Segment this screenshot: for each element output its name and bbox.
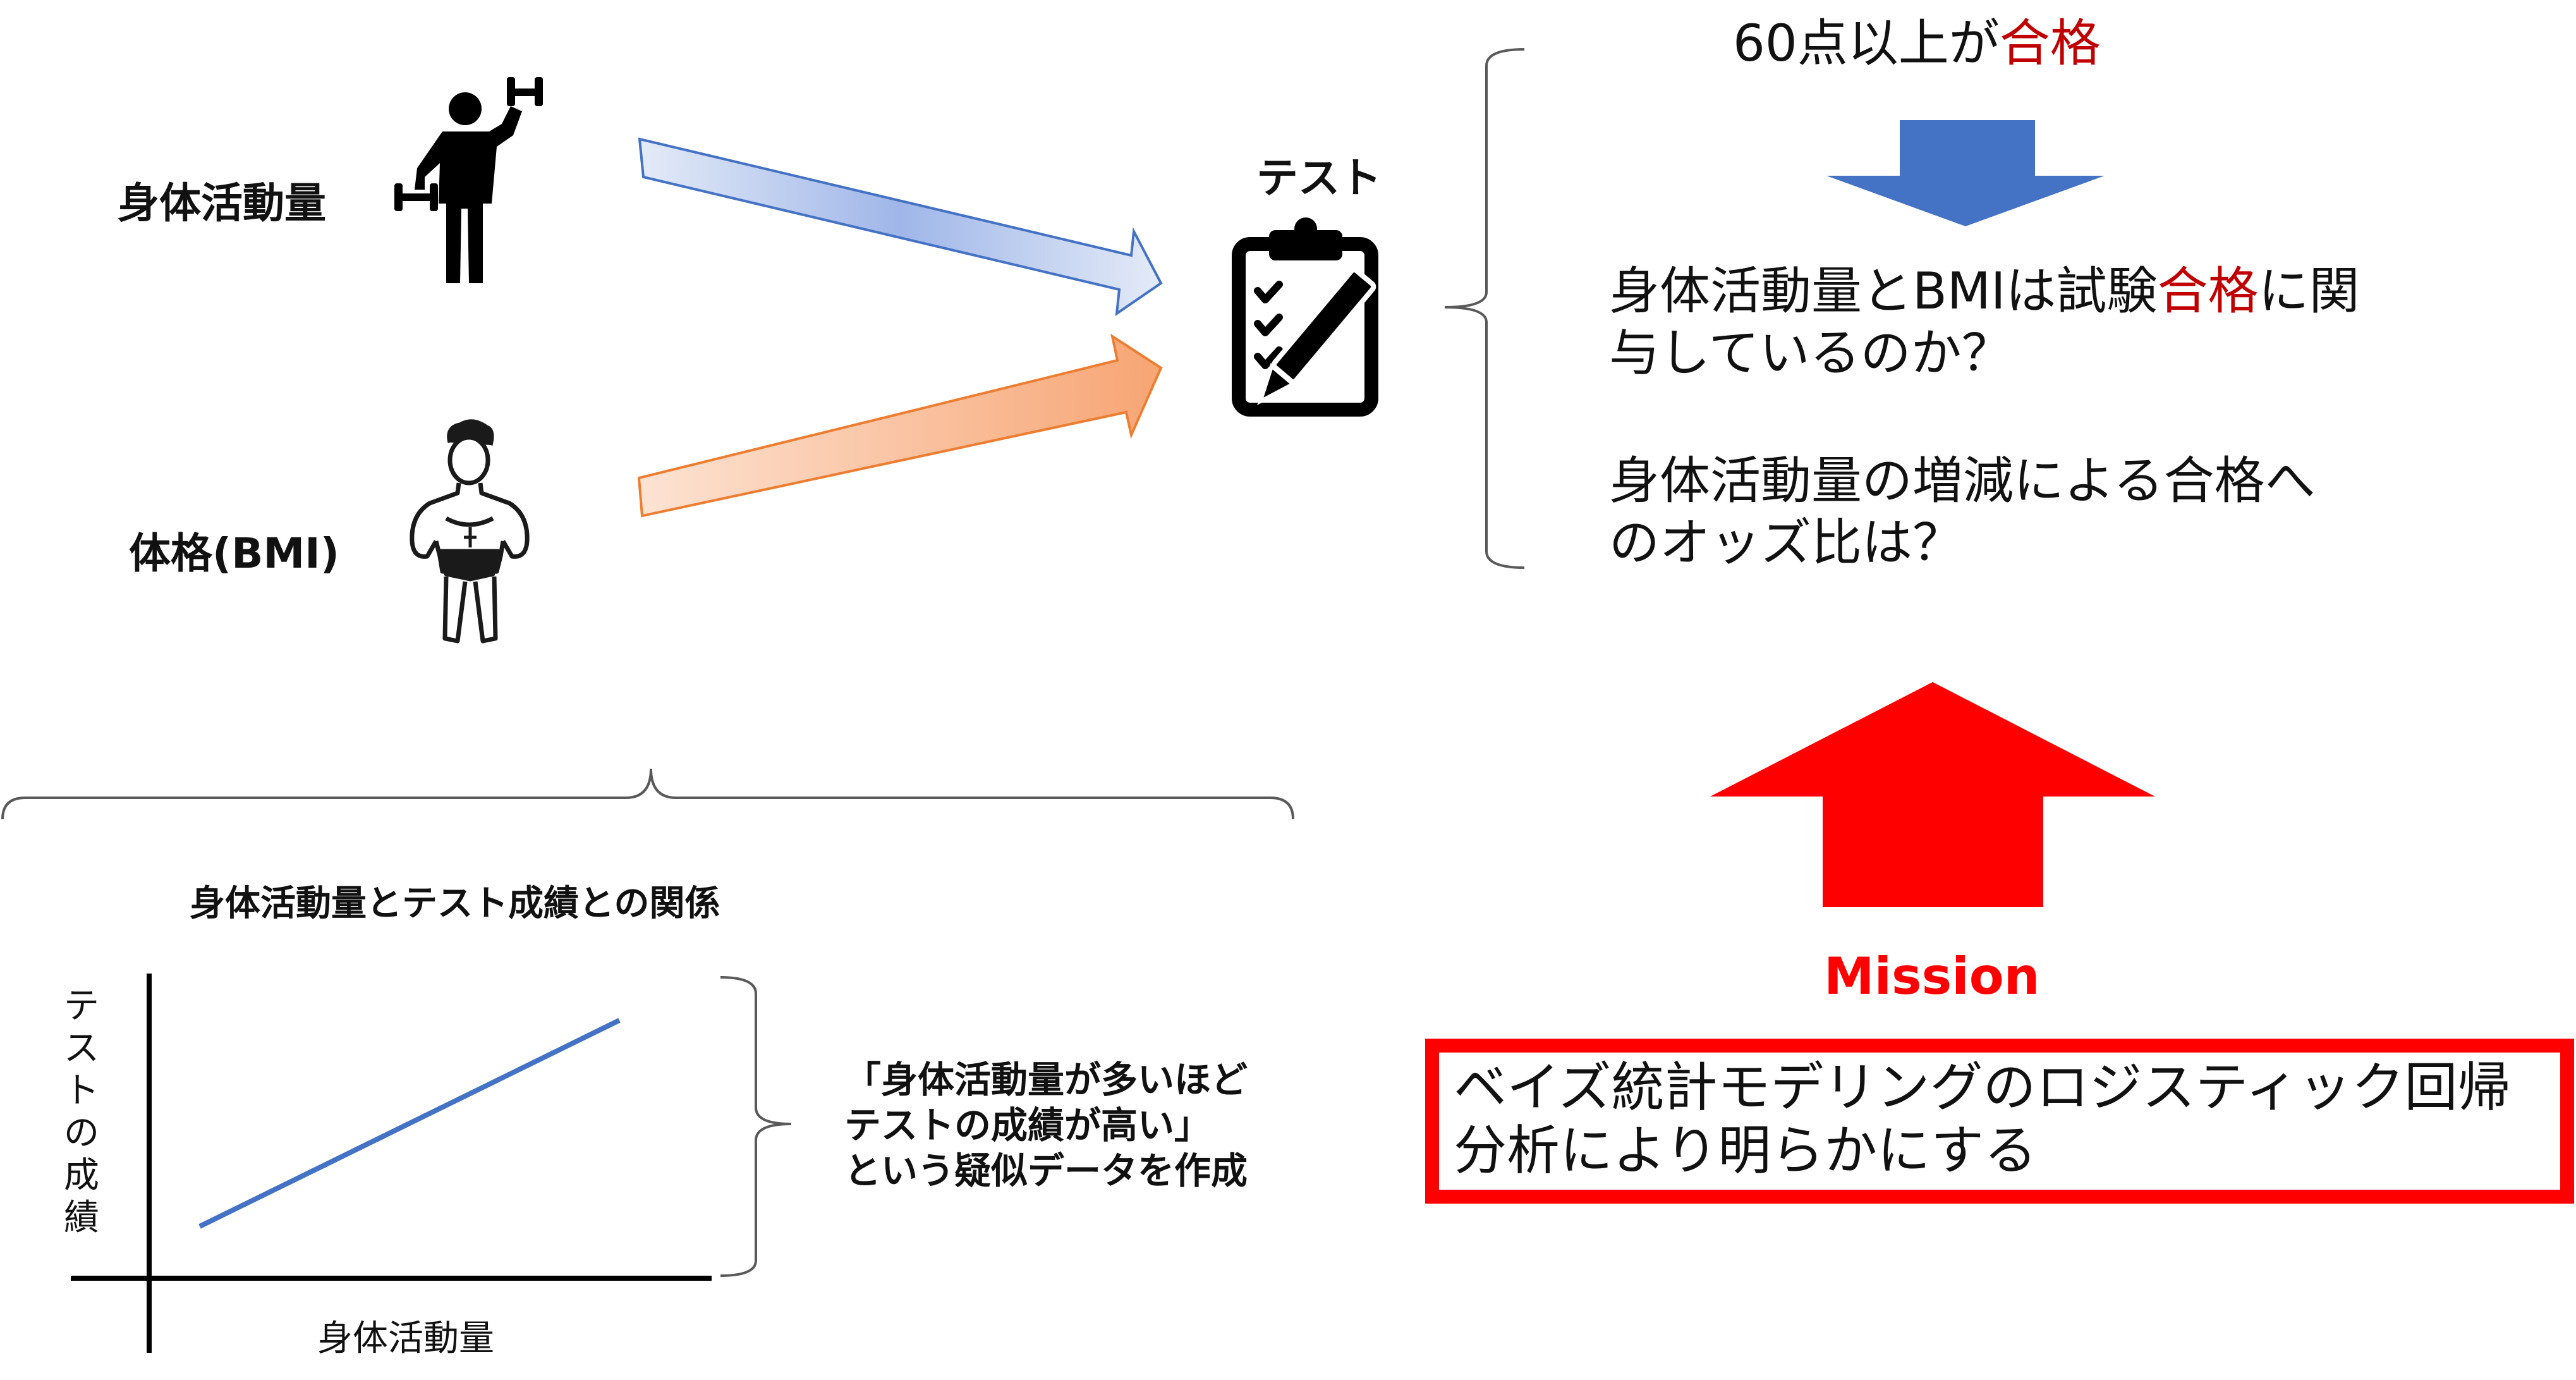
question-2: 身体活動量の増減による合格へ のオッズ比は？ <box>1609 451 2316 572</box>
blue-down-arrow <box>1826 120 2105 226</box>
question-1-highlight: 合格 <box>2157 262 2259 321</box>
question-1: 身体活動量とBMIは試験合格に関 与しているのか？ <box>1609 262 2360 382</box>
relation-chart <box>71 974 712 1353</box>
pass-criterion: 60点以上が合格 <box>1733 14 2101 73</box>
mission-label: Mission <box>1824 947 2040 1006</box>
relation-title: 身体活動量とテスト成績との関係 <box>190 883 720 924</box>
bodybuilder-icon <box>410 419 530 644</box>
weightlifter-icon <box>394 77 543 283</box>
clipboard-checklist-icon <box>1232 217 1378 417</box>
x-axis-label: 身体活動量 <box>317 1318 494 1359</box>
mission-box <box>1425 1039 2574 1204</box>
pseudo-data-note: 「身体活動量が多いほど テストの成績が高い」 という疑似データを作成 <box>844 1058 1248 1192</box>
red-up-arrow <box>1710 682 2155 907</box>
criterion-highlight: 合格 <box>1999 14 2101 73</box>
physique-label: 体格(BMI) <box>129 529 339 578</box>
chart-brace <box>720 976 792 1277</box>
mission-text: ベイズ統計モデリングのロジスティック回帰 分析により明らかにする <box>1454 1056 2511 1182</box>
graph-brace <box>1 768 1294 820</box>
activity-label: 身体活動量 <box>118 179 326 228</box>
y-axis-label: テ ス ト の 成 績 <box>64 986 99 1238</box>
test-label: テスト <box>1256 154 1382 202</box>
activity-arrow <box>638 137 1163 317</box>
trend-line <box>198 1018 621 1229</box>
right-brace <box>1444 48 1525 569</box>
bmi-arrow <box>637 333 1163 518</box>
